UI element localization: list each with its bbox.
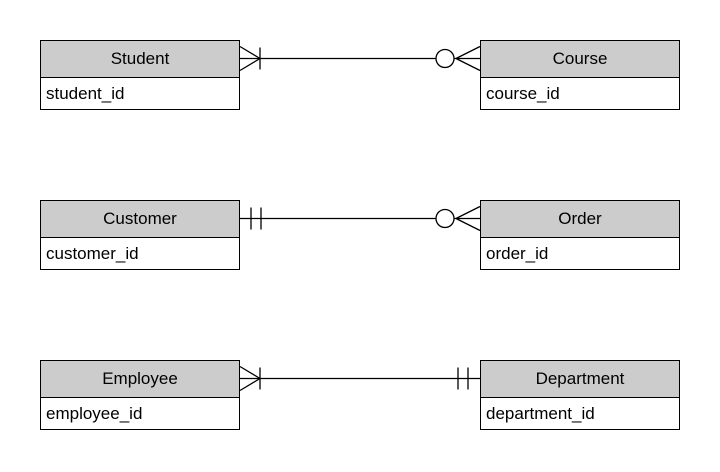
crow-foot-many-icon [454,205,481,232]
entity-order-title: Order [481,201,679,238]
entity-course-attribute: course_id [481,78,679,109]
relationship-student-course [239,45,481,72]
entity-employee-attribute: employee_id [41,398,239,429]
entity-order-attribute: order_id [481,238,679,269]
entity-student-attribute: student_id [41,78,239,109]
crow-foot-one-many-icon [239,45,261,72]
entity-customer-attribute: customer_id [41,238,239,269]
entity-course-title: Course [481,41,679,78]
entity-course: Course course_id [480,40,680,110]
relationship-customer-order [240,205,481,232]
zero-circle-icon [435,48,455,69]
entity-customer: Customer customer_id [40,200,240,270]
crow-foot-one-many-icon [239,365,261,392]
entity-employee-title: Employee [41,361,239,398]
zero-circle-icon [435,208,455,229]
entity-department: Department department_id [480,360,680,430]
entity-student-title: Student [41,41,239,78]
entity-order: Order order_id [480,200,680,270]
relationship-employee-department [239,365,480,392]
entity-department-title: Department [481,361,679,398]
entity-customer-title: Customer [41,201,239,238]
entity-employee: Employee employee_id [40,360,240,430]
entity-department-attribute: department_id [481,398,679,429]
exactly-one-ticks-icon [250,207,262,230]
entity-student: Student student_id [40,40,240,110]
exactly-one-ticks-icon [457,367,469,390]
crow-foot-many-icon [454,45,481,72]
